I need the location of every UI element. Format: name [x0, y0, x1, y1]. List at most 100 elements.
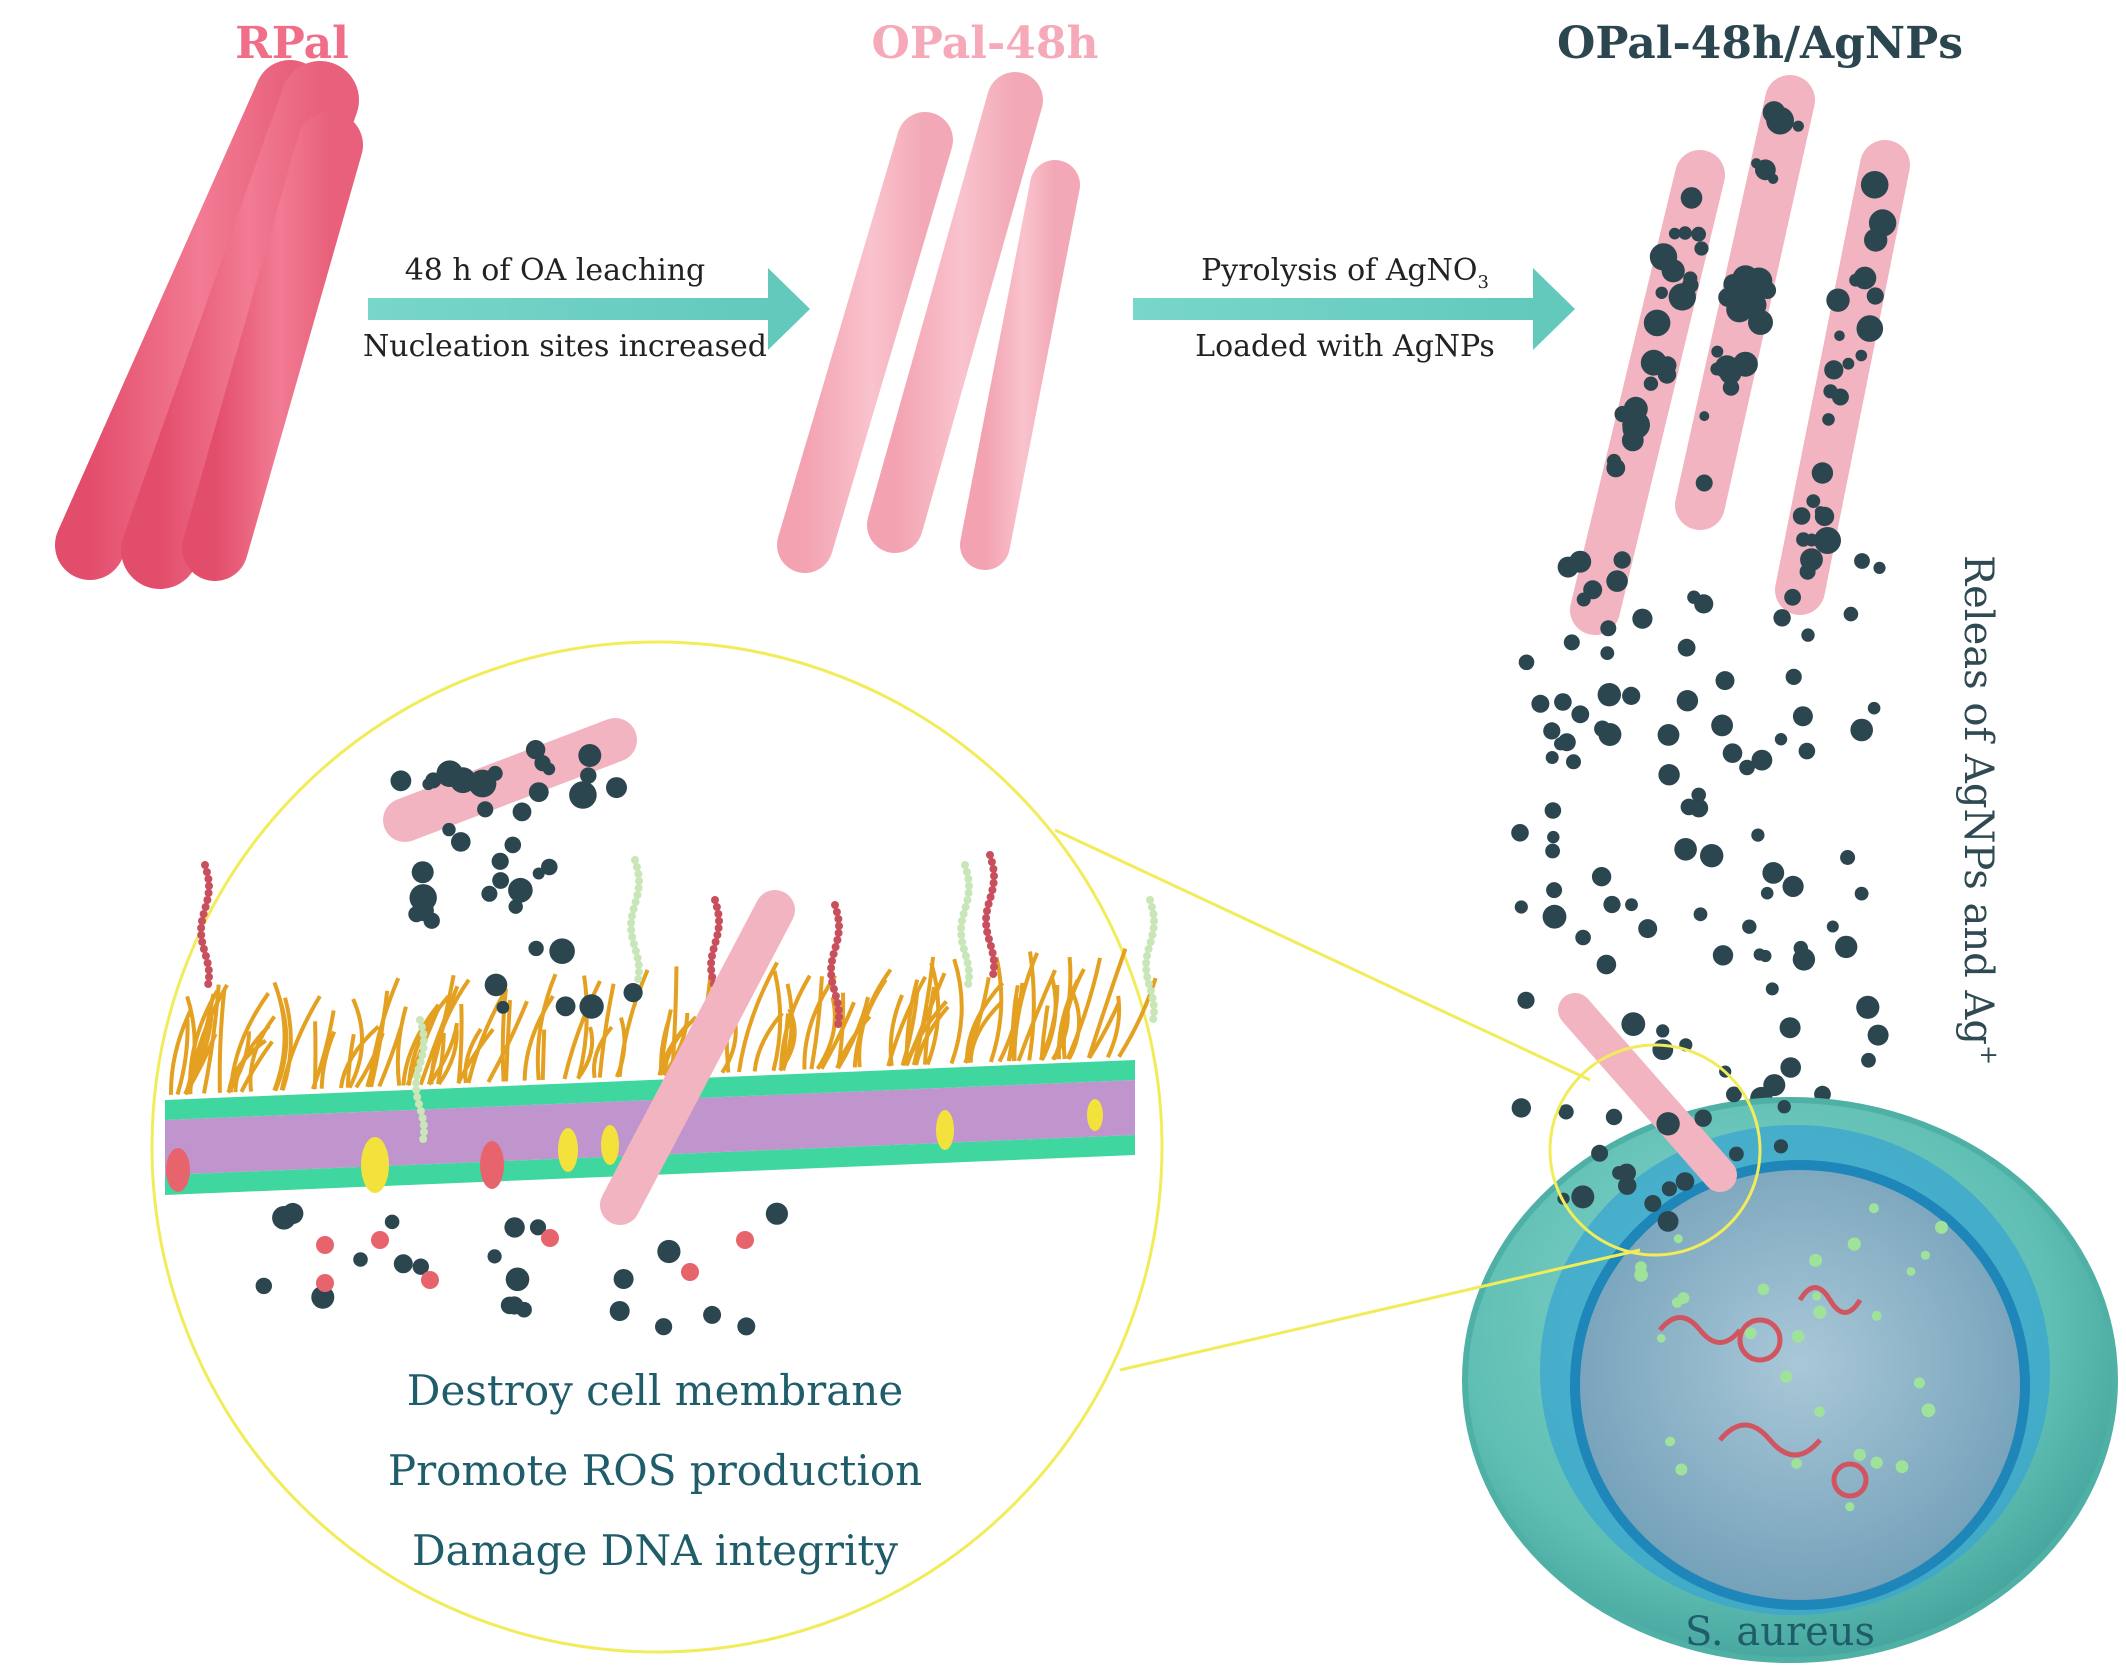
- particle-icon: [1675, 1463, 1688, 1476]
- arrow2-bottom-label: Loaded with AgNPs: [1195, 329, 1495, 364]
- nanoparticle-icon: [436, 760, 464, 787]
- nanorod-icon: [1558, 993, 1737, 1192]
- nanoparticle-icon: [1606, 458, 1626, 478]
- chain-bead-icon: [201, 952, 210, 960]
- nanoparticle-icon: [1554, 693, 1572, 711]
- nanoparticle-icon: [1652, 1039, 1674, 1060]
- nanoparticle-icon: [505, 1267, 530, 1292]
- chain-bead-icon: [964, 966, 973, 974]
- chain-bead-icon: [828, 978, 837, 986]
- chain-bead-icon: [831, 992, 840, 1000]
- chain-bead-icon: [419, 1030, 428, 1038]
- nanoparticle-icon: [1767, 173, 1779, 184]
- nanoparticle-icon: [1655, 286, 1668, 299]
- chain-bead-icon: [631, 856, 639, 864]
- nanoparticle-icon: [487, 765, 503, 781]
- nanoparticle-icon: [1557, 556, 1579, 578]
- particle-icon: [1780, 1370, 1793, 1383]
- nanoparticle-icon: [1547, 830, 1560, 844]
- chain-bead-icon: [964, 980, 973, 988]
- nanoparticle-icon: [542, 762, 556, 776]
- chain-bead-icon: [1146, 896, 1154, 904]
- chain-bead-icon: [1142, 966, 1151, 974]
- chain-bead-icon: [712, 903, 721, 911]
- chain-bead-icon: [1149, 1001, 1158, 1009]
- particle-icon: [1757, 1283, 1770, 1296]
- chain-bead-icon: [418, 1051, 427, 1059]
- chain-bead-icon: [628, 933, 637, 941]
- nanoparticle-icon: [1600, 646, 1615, 660]
- nanoparticle-icon: [272, 1206, 296, 1230]
- nanoparticle-icon: [1680, 187, 1703, 209]
- nanoparticle-icon: [1661, 1181, 1677, 1197]
- nanoparticle-icon: [1691, 226, 1706, 242]
- nanoparticle-icon: [1571, 1185, 1595, 1209]
- particle-icon: [1895, 1460, 1909, 1474]
- chain-bead-icon: [413, 1093, 422, 1101]
- chain-bead-icon: [197, 924, 206, 932]
- chain-bead-icon: [417, 1023, 426, 1031]
- nanoparticle-icon: [1854, 886, 1869, 901]
- nanoparticle-icon: [477, 801, 494, 818]
- chain-bead-icon: [419, 1135, 428, 1143]
- nanoparticle-icon: [1715, 671, 1735, 691]
- chain-bead-icon: [1144, 980, 1153, 988]
- chain-bead-icon: [203, 959, 212, 967]
- nanoparticle-icon: [1792, 948, 1816, 971]
- chain-bead-icon: [198, 938, 207, 946]
- nanoparticle-icon: [1545, 843, 1560, 859]
- nanoparticle-icon: [1814, 527, 1841, 554]
- nanoparticle-icon: [1644, 1195, 1662, 1212]
- chain-bead-icon: [828, 957, 836, 965]
- nanoparticle-icon: [1726, 1086, 1742, 1103]
- membrane-nanoparticles: [255, 740, 789, 1336]
- chain-bead-icon: [633, 954, 642, 962]
- nanoparticle-icon: [609, 1301, 630, 1321]
- nanoparticle-icon: [1557, 733, 1576, 752]
- nanoparticle-icon: [1661, 259, 1685, 283]
- nanoparticle-icon: [1643, 376, 1659, 391]
- nanoparticle-icon: [1546, 882, 1563, 899]
- nanoparticle-icon: [1678, 226, 1692, 240]
- nanoparticle-icon: [1710, 362, 1724, 376]
- chain-bead-icon: [634, 961, 643, 969]
- chain-bead-icon: [420, 1128, 428, 1136]
- chain-bead-icon: [957, 931, 966, 939]
- nanoparticle-icon: [1866, 287, 1884, 305]
- nanoparticle-icon: [412, 900, 434, 922]
- particle-icon: [1814, 1406, 1825, 1418]
- nanoparticle-icon: [500, 1296, 519, 1315]
- particle-icon: [1870, 1456, 1883, 1469]
- nanoparticle-icon: [1840, 850, 1856, 865]
- chain-bead-icon: [827, 971, 836, 979]
- nanoparticle-icon: [514, 890, 527, 903]
- nanoparticle-icon: [1814, 506, 1826, 518]
- ion-icon: [421, 1271, 439, 1289]
- chain-bead-icon: [635, 877, 643, 885]
- chain-bead-icon: [711, 938, 720, 946]
- nanoparticle-icon: [1824, 360, 1844, 380]
- particle-icon: [1634, 1268, 1648, 1282]
- nanoparticle-icon: [1758, 281, 1777, 299]
- chain-bead-icon: [714, 924, 723, 932]
- chain-bead-icon: [1149, 1015, 1158, 1023]
- chain-bead-icon: [835, 922, 843, 930]
- nanoparticle-icon: [1867, 701, 1881, 715]
- nanoparticle-icon: [657, 1239, 681, 1264]
- nanoparticle-icon: [1676, 690, 1699, 712]
- particle-icon: [1744, 1327, 1757, 1340]
- nanoparticle-icon: [390, 770, 412, 792]
- nanoparticle-icon: [528, 940, 544, 957]
- nanoparticle-icon: [1806, 494, 1821, 508]
- nanoparticle-icon: [1638, 919, 1658, 939]
- nanoparticle-icon: [1792, 120, 1804, 132]
- nanoparticle-icon: [1766, 106, 1794, 135]
- ion-icon: [681, 1263, 699, 1281]
- nanoparticle-icon: [353, 1252, 368, 1267]
- chain-bead-icon: [634, 975, 643, 983]
- chain-bead-icon: [989, 970, 998, 978]
- nanoparticle-icon: [1711, 714, 1733, 737]
- chain-bead-icon: [961, 861, 969, 869]
- chain-bead-icon: [1147, 903, 1156, 911]
- chain-bead-icon: [713, 931, 722, 939]
